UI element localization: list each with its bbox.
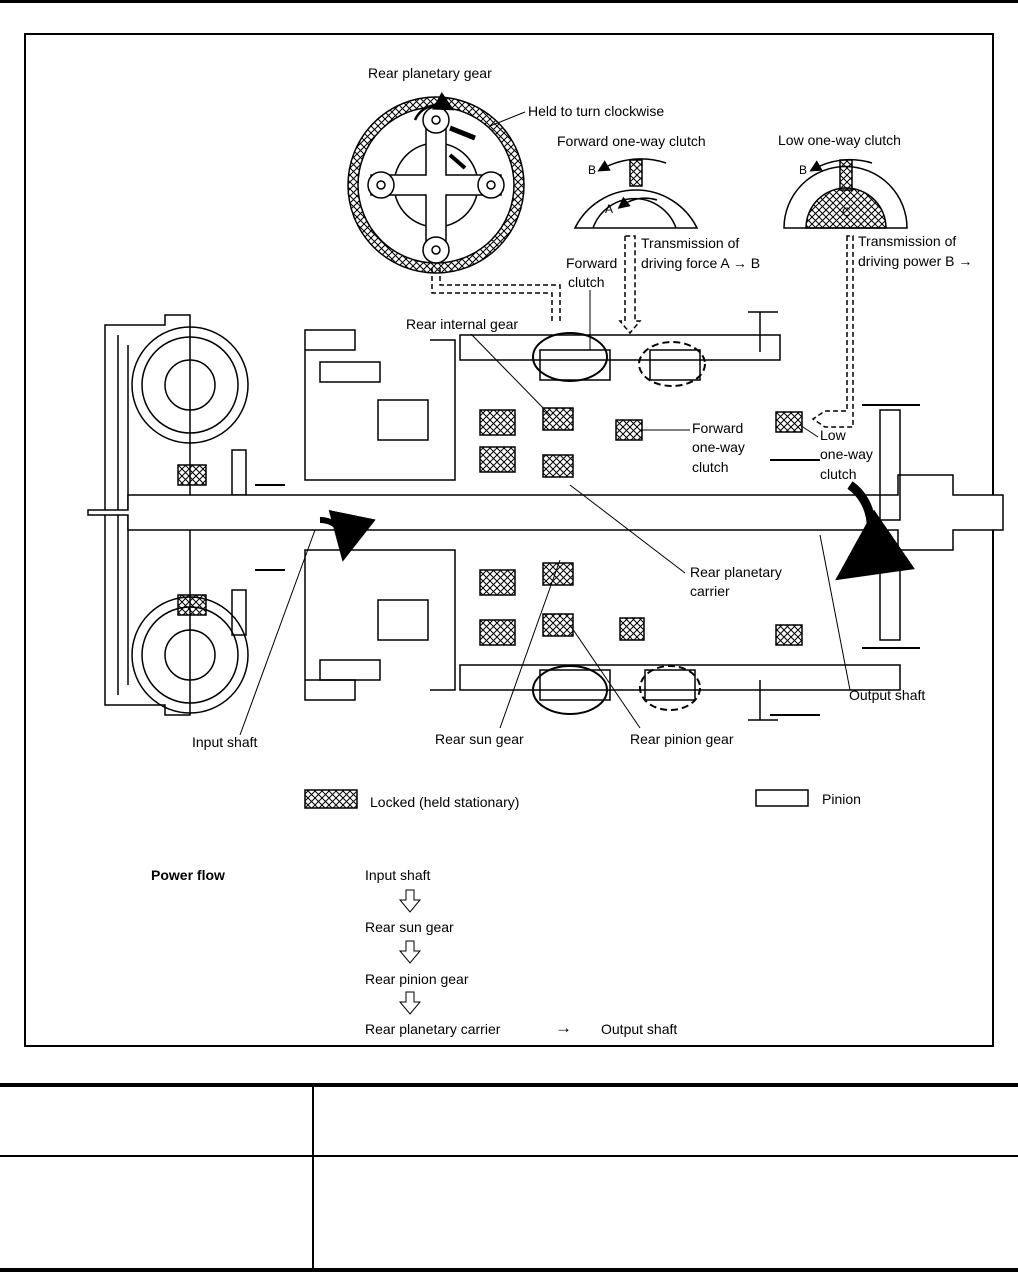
input-rotation-arrow [319, 509, 376, 562]
label-rear-internal-gear: Rear internal gear [406, 315, 519, 334]
label-forward-one-way-clutch: one-way [692, 439, 745, 455]
label-forward-clutch: Forward [566, 255, 618, 271]
power-flow-title: Power flow [151, 867, 225, 883]
leader-lines [239, 290, 851, 736]
page-top-rule [0, 0, 1018, 3]
power-flow-step: Rear pinion gear [365, 971, 469, 987]
forward-clutch-ring-top [532, 332, 608, 382]
shaft-assembly [87, 474, 1004, 551]
table-column-divider [312, 1083, 314, 1272]
label-rear-sun-gear: Rear sun gear [435, 731, 524, 747]
low-one-way-clutch-inset [783, 158, 908, 229]
output-rotation-arrow [835, 481, 915, 581]
legend-pinion-swatch [755, 789, 809, 807]
label-forward-one-way-clutch: Forward [692, 420, 744, 436]
table-rule [0, 1268, 1018, 1272]
overrun-clutch-ring-top [638, 341, 706, 387]
forward-clutch-ring-bottom [532, 665, 608, 715]
label-transmission-of: Transmission of [641, 235, 740, 251]
label-forward-one-way-clutch: clutch [692, 459, 729, 475]
label-low-one-way-clutch: one-way [820, 446, 873, 462]
label-forward-one-way-clutch-inset: Forward one-way clutch [557, 133, 706, 149]
power-flow-arrow: → [555, 1018, 572, 1037]
label-held-clockwise: Held to turn clockwise [528, 103, 665, 119]
flow-arrow-low [811, 235, 854, 428]
label-rear-pinion-gear: Rear pinion gear [630, 731, 734, 747]
power-flow-step: Input shaft [365, 867, 431, 883]
label-rear-planetary-carrier: Rear planetary [690, 564, 782, 580]
legend-locked-swatch [304, 789, 358, 809]
label-input-shaft: Input shaft [192, 734, 258, 750]
legend-locked-label: Locked (held stationary) [370, 794, 520, 810]
rear-planetary-gear-inset [347, 92, 526, 274]
label-output-shaft: Output shaft [849, 687, 926, 703]
label-driving-force: driving force A → B [641, 255, 761, 271]
label-driving-power: driving power B → [858, 253, 973, 269]
label-low-one-way-clutch: Low [820, 427, 846, 443]
flow-arrow-forward [618, 235, 642, 335]
label-low-one-way-clutch: clutch [820, 466, 857, 482]
label-rear-planetary-carrier: carrier [690, 583, 730, 599]
info-table [0, 1083, 1018, 1272]
table-rule [0, 1155, 1018, 1157]
power-flow-step: Rear planetary carrier [365, 1021, 501, 1037]
label-rear-planetary-gear: Rear planetary gear [368, 65, 492, 81]
overrun-clutch-ring-bottom [639, 665, 701, 711]
power-flow-step: Rear sun gear [365, 919, 454, 935]
figure-frame [24, 33, 994, 1047]
power-flow-final: Output shaft [601, 1021, 678, 1037]
label-letter-a: A [605, 202, 614, 216]
forward-one-way-clutch-inset [573, 158, 699, 229]
power-flow-arrows [398, 889, 422, 1015]
label-letter-b: B [588, 163, 597, 177]
legend-pinion-label: Pinion [822, 791, 861, 807]
label-transmission-of: Transmission of [858, 233, 957, 249]
table-rule [0, 1083, 1018, 1087]
torque-converter [104, 314, 285, 716]
gear-train [304, 311, 920, 721]
label-forward-clutch: clutch [568, 274, 605, 290]
label-letter-c: C [842, 205, 851, 219]
flow-path-planetary [431, 268, 561, 323]
label-low-one-way-clutch-inset: Low one-way clutch [778, 132, 901, 148]
label-letter-b: B [799, 163, 808, 177]
